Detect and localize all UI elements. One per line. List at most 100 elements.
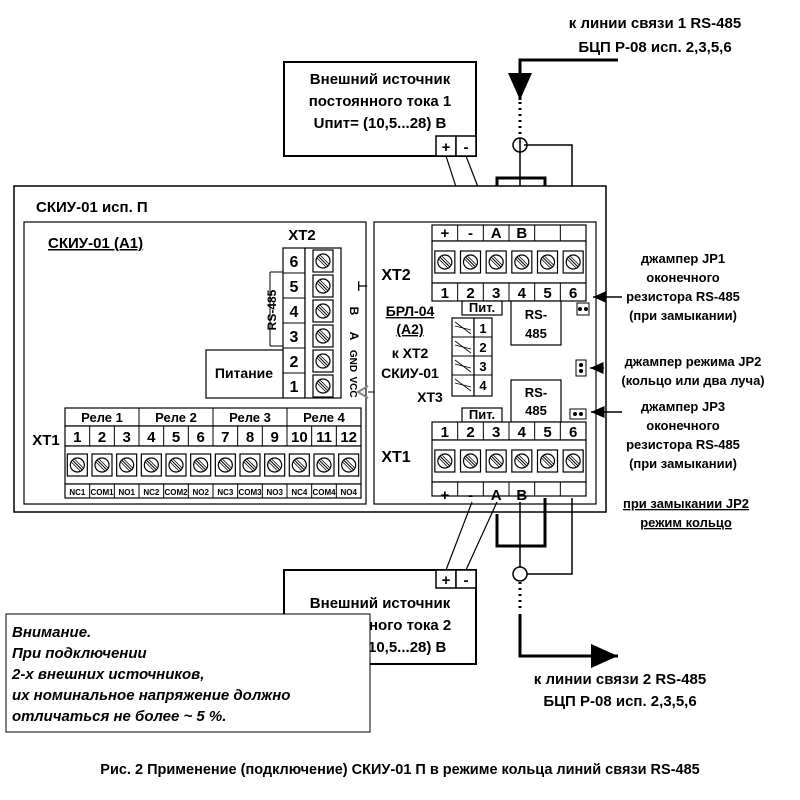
brl-xt1-pin-3: 3 [492, 424, 500, 441]
brl-rs485-bottom-box [510, 379, 562, 423]
xt1-cells: 1NC12COM13NO14NC25COM26NO27NC38COM39NO31… [66, 426, 360, 498]
brl-xt2-signal-4: B [516, 225, 527, 242]
source2-minus: - [464, 572, 469, 589]
xt1-contact-4: NC2 [143, 488, 160, 497]
source2-plus: + [442, 572, 451, 589]
brl-rs485-top-2: 485 [525, 326, 547, 341]
brl-to-label-1: к XT2 [392, 345, 429, 361]
brl-xt1-pin-4: 4 [518, 424, 527, 441]
brl-xt1-pin-1: 1 [441, 424, 449, 441]
xt1-screw-4 [140, 453, 162, 477]
brl-xt1-screw-1 [434, 449, 456, 473]
xt2-pin-6: 6 [290, 254, 299, 271]
xt1-screw-11 [313, 453, 335, 477]
relay-3-label: Реле 3 [229, 410, 271, 425]
jp2-note-line1: при замыкании JP2 [623, 496, 749, 511]
xt2-signal-a: A [347, 332, 361, 341]
relay-1-label: Реле 1 [81, 410, 123, 425]
brl-xt2-pit: Пит. [469, 300, 495, 315]
device-title: СКИУ-01 исп. П [36, 199, 148, 216]
brl-name-index: (А2) [396, 321, 423, 337]
xt2-pin-1: 1 [290, 379, 299, 396]
brl-xt2-pin-3: 3 [492, 285, 500, 302]
bottom-line-label-1: к линии связи 2 RS-485 [534, 671, 706, 688]
brl-xt2-signal-3: A [491, 225, 502, 242]
jp1-line2: оконечного [646, 270, 720, 285]
brl-rs485-bottom-2: 485 [525, 403, 547, 418]
brl-xt2-screw-1 [434, 250, 456, 274]
brl-xt1-screw-6 [562, 449, 584, 473]
brl-xt1-signal-4: B [516, 487, 527, 504]
rs485-vertical-label: RS-485 [265, 289, 279, 330]
brl-xt1-screw-3 [485, 449, 507, 473]
warning-line5: отличаться не более ~ 5 %. [12, 708, 226, 725]
brl-xt2-screw-2 [459, 250, 482, 274]
xt1-screw-5 [165, 453, 187, 477]
xt2-pin-2: 2 [290, 354, 299, 371]
xt1-label: XT1 [32, 432, 60, 449]
brl-xt2-screw-5 [536, 250, 559, 274]
xt1-contact-3: NO1 [118, 488, 135, 497]
jp2-jumper [575, 359, 587, 377]
xt2-pin-5: 5 [290, 279, 299, 296]
xt1-screw-7 [214, 453, 236, 477]
jp3-jumper [569, 408, 587, 420]
brl-xt2-pin-2: 2 [466, 285, 474, 302]
relay-2-label: Реле 2 [155, 410, 197, 425]
brl-xt2-screw-4 [511, 250, 533, 274]
jp2-line2: (кольцо или два луча) [621, 373, 764, 388]
xt1-contact-10: NC4 [291, 488, 308, 497]
brl-rs485-top-1: RS- [525, 307, 547, 322]
xt1-screw-1 [66, 453, 88, 477]
top-line-arrow [508, 58, 618, 100]
brl-xt2-signal-1: + [440, 225, 449, 242]
xt1-screw-10 [288, 453, 310, 477]
xt1-screw-8 [239, 453, 261, 477]
source1-line3: Uпит= (10,5...28) В [314, 115, 447, 132]
brl-name: БРЛ-04 [386, 303, 435, 319]
brl-xt1-screw-2 [459, 449, 482, 473]
xt2-signal-vcc: VCC [347, 376, 358, 397]
xt1-screw-3 [116, 453, 138, 477]
brl-xt1-label: XT1 [381, 449, 410, 466]
xt1-contact-11: COM4 [312, 488, 336, 497]
warning-line2: При подключении [12, 645, 147, 662]
source2-minus-terminal [455, 569, 477, 589]
power-label: Питание [215, 365, 273, 381]
xt1-contact-8: COM3 [238, 488, 262, 497]
jp1-line3: резистора RS-485 [626, 289, 740, 304]
brl-xt2-pin-5: 5 [543, 285, 551, 302]
xt3-pin-3: 3 [479, 359, 486, 374]
bottom-line-arrow [518, 614, 618, 668]
xt1-contact-1: NC1 [69, 488, 86, 497]
source1-plus: + [442, 139, 451, 156]
xt1-pin-9: 9 [270, 429, 278, 446]
brl-xt2-screw-6 [562, 250, 584, 274]
brl-xt3-block [451, 317, 493, 397]
xt2-signal-gnd: GND [347, 350, 358, 372]
brl-rs485-top-box [510, 300, 562, 346]
brl-xt1-signal-1: + [440, 487, 449, 504]
brl-xt1-pin-2: 2 [466, 424, 474, 441]
warning-box [5, 613, 371, 733]
xt1-pin-3: 3 [122, 429, 130, 446]
xt1-screw-2 [91, 453, 113, 477]
brl-to-label-2: СКИУ-01 [381, 365, 439, 381]
xt1-contact-7: NC3 [217, 488, 234, 497]
xt1-pin-7: 7 [221, 429, 229, 446]
xt3-pin-1: 1 [479, 321, 486, 336]
xt2-signal-ground: ⊥ [355, 280, 370, 292]
brl-xt2-pin-1: 1 [441, 285, 449, 302]
xt3-pin-2: 2 [479, 340, 486, 355]
xt1-pin-8: 8 [246, 429, 254, 446]
brl-xt2-block [431, 224, 587, 316]
cable-shield-2 [512, 566, 528, 582]
brl-xt1-signal-2: - [468, 487, 473, 504]
jp1-jumper [576, 302, 590, 316]
wire-src2-plus [445, 501, 473, 571]
jp2-note-line2: режим кольцо [640, 515, 732, 530]
xt2-label: XT2 [288, 227, 316, 244]
jp3-line2: оконечного [646, 418, 720, 433]
bottom-line-label-2: БЦП Р-08 исп. 2,3,5,6 [543, 693, 696, 710]
